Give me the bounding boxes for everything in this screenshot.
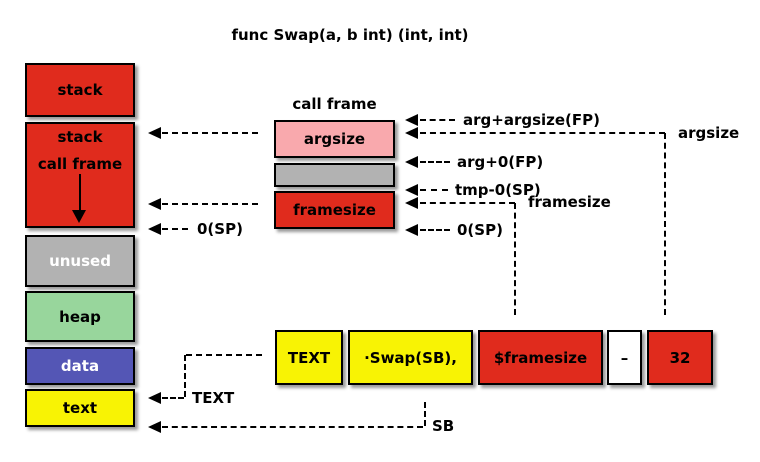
instruction-box-text-op: TEXT bbox=[275, 330, 343, 385]
arrow-left-icon bbox=[148, 127, 161, 139]
call-frame-box-saved-area bbox=[274, 163, 395, 187]
memory-box-unused: unused bbox=[25, 235, 135, 287]
memory-box-text: text bbox=[25, 389, 135, 427]
annotation-arg-0-fp: arg+0(FP) bbox=[457, 153, 544, 171]
dashed-line bbox=[420, 229, 450, 231]
arrow-left-icon bbox=[405, 184, 418, 196]
annotation-0-sp-right: 0(SP) bbox=[457, 221, 503, 239]
dashed-line bbox=[162, 426, 423, 428]
dashed-line bbox=[420, 161, 450, 163]
arrow-left-icon bbox=[405, 114, 418, 126]
memory-box-stack-call-frame: stack call frame bbox=[25, 122, 135, 228]
stack-frame-label-stack: stack bbox=[57, 128, 103, 146]
dashed-line bbox=[420, 189, 448, 191]
annotation-argsize: argsize bbox=[678, 124, 740, 142]
call-frame-framesize-label: framesize bbox=[293, 201, 376, 219]
dashed-line bbox=[162, 228, 188, 230]
memory-box-stack: stack bbox=[25, 63, 135, 117]
dashed-line bbox=[514, 203, 516, 315]
annotation-sb-pointer: SB bbox=[432, 417, 455, 435]
dashed-line bbox=[184, 355, 186, 397]
dashed-line bbox=[162, 132, 258, 134]
instruction-argsize-value-label: 32 bbox=[669, 348, 691, 367]
instruction-text-op-label: TEXT bbox=[287, 348, 331, 367]
call-frame-box-argsize: argsize bbox=[274, 120, 395, 158]
instruction-framesize-label: $framesize bbox=[493, 348, 588, 367]
annotation-tmp-0-sp: tmp-0(SP) bbox=[455, 181, 541, 199]
memory-box-text-label: text bbox=[62, 399, 98, 417]
instruction-box-minus: – bbox=[607, 330, 642, 385]
memory-box-unused-label: unused bbox=[49, 252, 111, 270]
instruction-box-symbol: ·Swap(SB), bbox=[348, 330, 473, 385]
instruction-box-argsize-value: 32 bbox=[647, 330, 713, 385]
call-frame-box-framesize: framesize bbox=[274, 191, 395, 229]
arrow-left-icon bbox=[148, 392, 161, 404]
call-frame-argsize-label: argsize bbox=[303, 130, 366, 148]
dashed-line bbox=[420, 202, 515, 204]
dashed-line bbox=[162, 203, 258, 205]
diagram-title: func Swap(a, b int) (int, int) bbox=[231, 26, 469, 44]
instruction-box-framesize: $framesize bbox=[478, 330, 603, 385]
call-frame-title: call frame bbox=[292, 95, 377, 113]
memory-box-stack-label: stack bbox=[57, 81, 103, 99]
dashed-line bbox=[424, 402, 426, 426]
memory-box-heap-label: heap bbox=[59, 307, 101, 326]
arrow-left-icon bbox=[405, 224, 418, 236]
arrow-left-icon bbox=[405, 156, 418, 168]
instruction-minus-label: – bbox=[620, 348, 629, 367]
stack-frame-label-call-frame: call frame bbox=[37, 155, 123, 173]
annotation-0-sp-left: 0(SP) bbox=[197, 220, 243, 238]
dashed-line bbox=[162, 397, 184, 399]
annotation-framesize: framesize bbox=[528, 193, 611, 211]
dashed-line bbox=[420, 119, 455, 121]
dashed-line bbox=[420, 132, 665, 134]
arrow-left-icon bbox=[148, 198, 161, 210]
stack-growth-arrow-line bbox=[79, 174, 81, 212]
arrow-left-icon bbox=[405, 127, 418, 139]
dashed-line bbox=[664, 133, 666, 315]
annotation-text-pointer: TEXT bbox=[192, 389, 235, 407]
annotation-arg-argsize-fp: arg+argsize(FP) bbox=[463, 111, 601, 129]
arrow-left-icon bbox=[405, 197, 418, 209]
memory-box-heap: heap bbox=[25, 291, 135, 342]
memory-box-data: data bbox=[25, 347, 135, 385]
memory-box-data-label: data bbox=[60, 357, 100, 375]
dashed-line bbox=[186, 354, 262, 356]
instruction-symbol-label: ·Swap(SB), bbox=[364, 348, 457, 367]
stack-growth-arrow-down-icon bbox=[72, 210, 86, 223]
arrow-left-icon bbox=[148, 421, 161, 433]
arrow-left-icon bbox=[148, 223, 161, 235]
